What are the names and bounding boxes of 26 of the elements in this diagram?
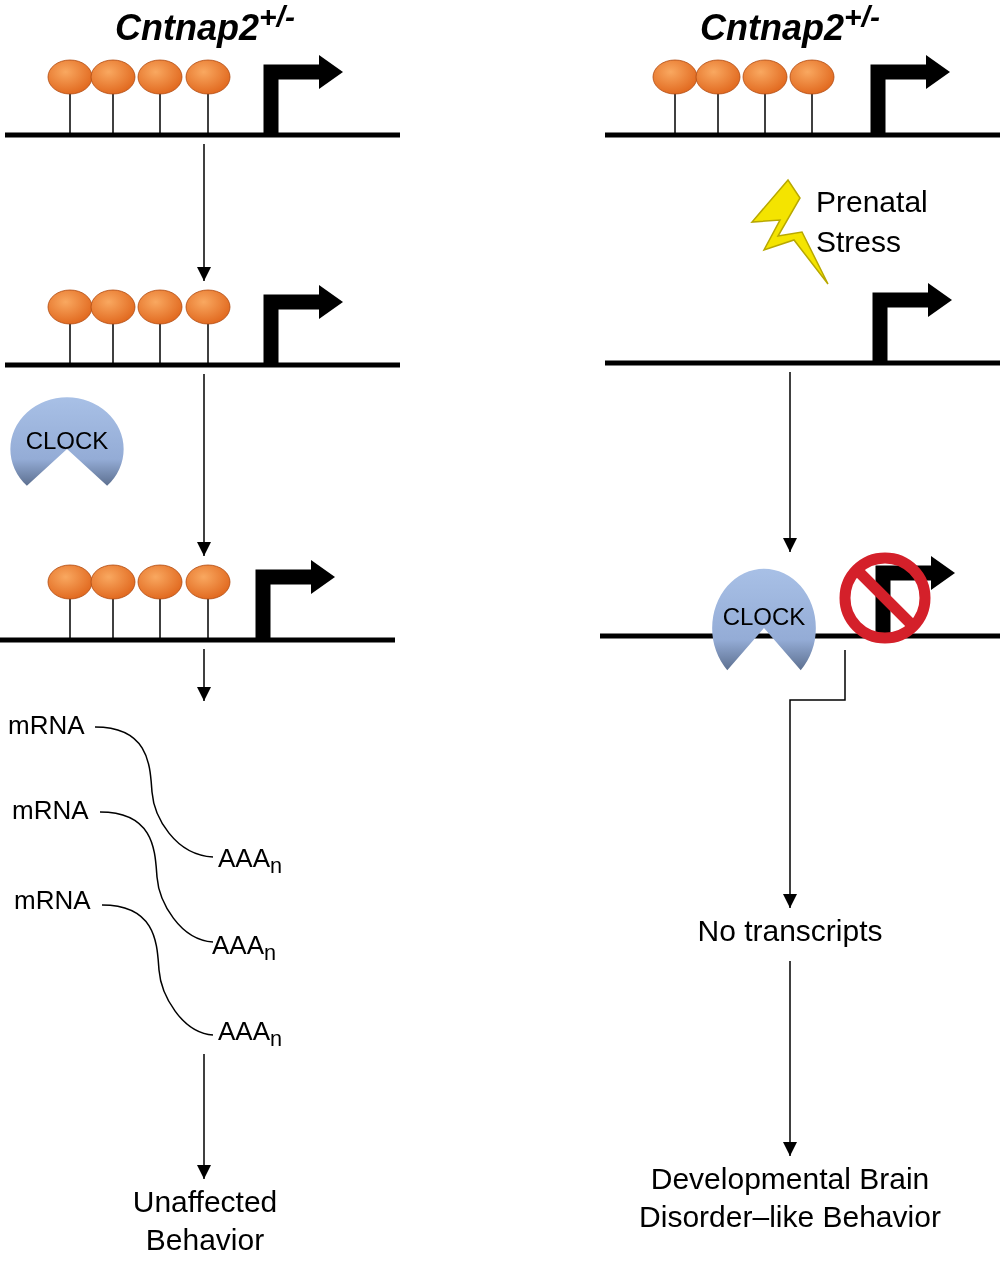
poly-a-tail-label: AAA$_{n}$ bbox=[212, 930, 277, 968]
protein-label: CLOCK bbox=[24, 427, 110, 456]
mrna-label: mRNA bbox=[14, 885, 91, 915]
outcome-text: Unaffected Behavior bbox=[131, 1184, 279, 1258]
outcome-text: Developmental Brain Disorder–like Behavior bbox=[638, 1161, 942, 1235]
gene-promoter-drawing bbox=[605, 283, 1000, 368]
column-heading: Cntnap2$^{+/-}$ bbox=[699, 0, 881, 49]
arrow bbox=[197, 143, 211, 282]
mrna-label: mRNA bbox=[8, 710, 85, 740]
arrow bbox=[197, 1053, 211, 1180]
column-heading: Cntnap2$^{+/-}$ bbox=[114, 0, 296, 49]
outcome-text: No transcripts bbox=[696, 913, 884, 949]
gene-promoter-drawing bbox=[5, 285, 400, 370]
arrow bbox=[197, 648, 211, 702]
arrow bbox=[197, 373, 211, 557]
gene-promoter-drawing bbox=[605, 55, 1000, 140]
protein-label: CLOCK bbox=[721, 603, 807, 632]
mrna-label: mRNA bbox=[12, 795, 89, 825]
gene-promoter-drawing bbox=[0, 560, 395, 645]
stress-label: Prenatal Stress bbox=[816, 184, 929, 260]
arrow bbox=[783, 649, 846, 909]
gene-promoter-drawing bbox=[5, 55, 400, 140]
poly-a-tail-label: AAA$_{n}$ bbox=[218, 1016, 283, 1054]
arrow bbox=[783, 960, 797, 1157]
arrow bbox=[783, 371, 797, 553]
poly-a-tail-label: AAA$_{n}$ bbox=[218, 843, 283, 881]
